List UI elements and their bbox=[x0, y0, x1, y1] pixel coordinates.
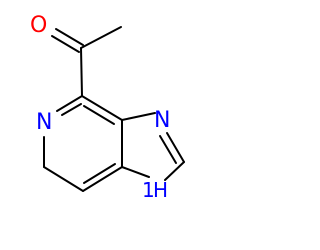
ring-bond-c6-c7 bbox=[43, 166, 84, 192]
ring-bond-n3-c2 bbox=[166, 132, 185, 163]
ring-bond-c2-n1 bbox=[164, 161, 185, 181]
ring-bond-c3a-c4-inner bbox=[83, 105, 115, 125]
carbonyl-double-bond-a bbox=[55, 28, 84, 46]
nh-hydrogen-label: H bbox=[153, 178, 168, 202]
methyl-bond bbox=[80, 26, 122, 49]
bonds bbox=[43, 26, 185, 192]
pyridine-nitrogen-label: N bbox=[36, 110, 52, 135]
ring-bond-c3a-n3 bbox=[121, 112, 156, 121]
carbonyl-double-bond-b bbox=[51, 35, 80, 53]
ring-bond-c4-n5 bbox=[56, 95, 83, 112]
ring-bond-c7-c7a bbox=[82, 166, 123, 192]
nh-locant-label: 1 bbox=[142, 178, 155, 202]
oxygen-label: O bbox=[30, 13, 47, 38]
molecule-structure: O N N 1 H bbox=[30, 13, 185, 202]
imine-nitrogen-label: N bbox=[154, 108, 170, 133]
ring-bond-n1-c7a bbox=[121, 166, 150, 178]
acetyl-ring-bond bbox=[80, 47, 83, 97]
ring-bond-n3-c2-inner bbox=[159, 135, 177, 164]
ring-bond-c3a-c4 bbox=[81, 95, 123, 121]
ring-bond-c7-c7a-inner bbox=[83, 163, 116, 184]
ring-bond-c4-n5-inner bbox=[61, 103, 82, 116]
